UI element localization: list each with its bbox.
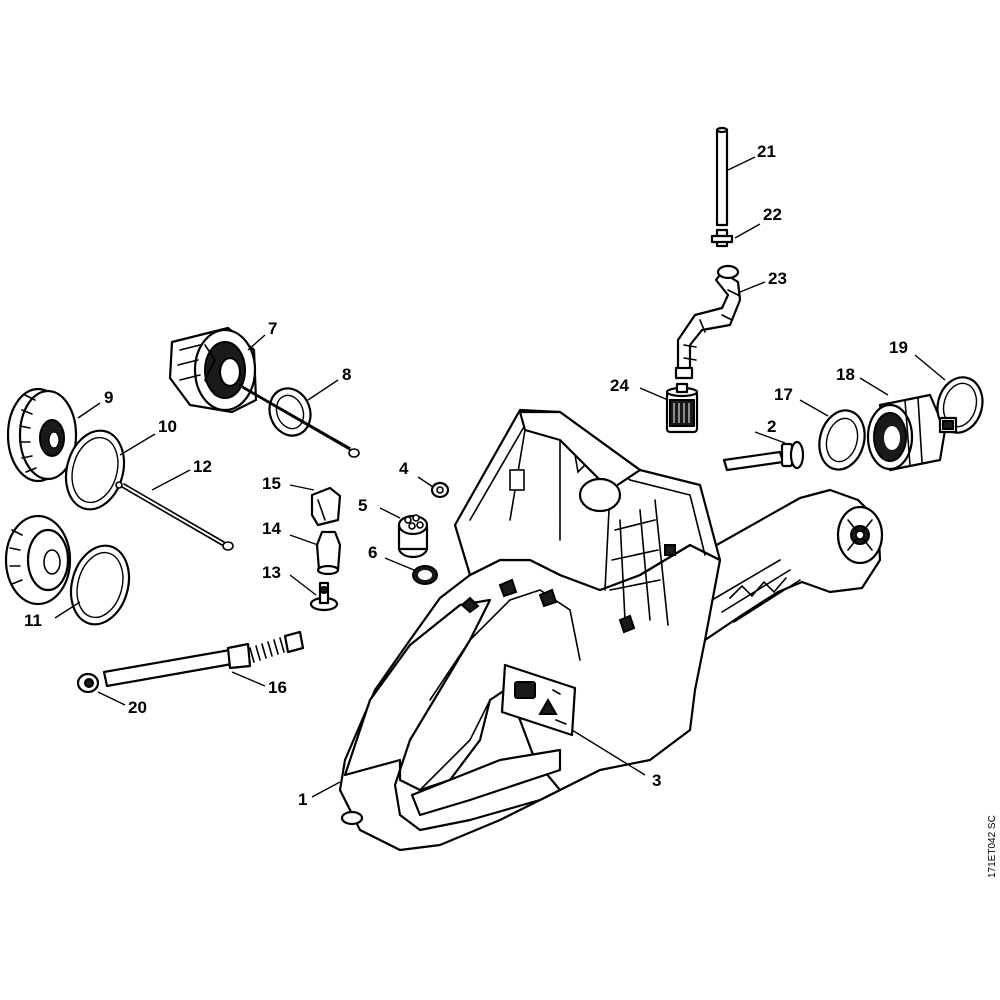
part-7-oil-pump	[168, 326, 258, 414]
part-19-clamp	[936, 376, 984, 434]
callout-1: 1	[298, 790, 307, 809]
part-17-o-ring	[818, 409, 866, 471]
part-2-bolt	[722, 440, 805, 472]
callout-6: 6	[368, 543, 377, 562]
part-20-bushing	[76, 672, 100, 694]
callout-20: 20	[128, 698, 147, 717]
callout-22: 22	[763, 205, 782, 224]
callout-19: 19	[889, 338, 908, 357]
part-16-rod	[102, 630, 305, 688]
callout-4: 4	[399, 459, 409, 478]
callout-23: 23	[768, 269, 787, 288]
callout-21: 21	[757, 142, 776, 161]
callout-17: 17	[774, 385, 793, 404]
part-4-washer	[430, 481, 450, 499]
callout-5: 5	[358, 496, 367, 515]
part-15-clip	[310, 486, 342, 527]
part-10-ring	[64, 429, 126, 511]
callout-12: 12	[193, 457, 212, 476]
callout-2: 2	[767, 417, 776, 436]
callout-13: 13	[262, 563, 281, 582]
callout-8: 8	[342, 365, 351, 384]
part-9-drum	[6, 387, 78, 483]
part-6-o-ring	[412, 565, 438, 585]
part-8-seal	[239, 384, 360, 458]
part-22-fitting	[710, 228, 734, 248]
callout-11: 11	[24, 611, 42, 630]
part-21-pipe	[715, 126, 729, 227]
part-24-filter	[665, 382, 699, 434]
part-23-hose	[674, 264, 742, 380]
part-14-cap	[315, 530, 342, 576]
callout-labels: 1 2 3 4 5 6 7 8 9 10 11 12 13 14 15 16 1…	[24, 142, 908, 809]
callout-10: 10	[158, 417, 177, 436]
callout-9: 9	[104, 388, 113, 407]
part-5-plug	[397, 514, 429, 559]
part-12-cable	[115, 481, 234, 551]
callout-24: 24	[610, 376, 629, 395]
part-11-drum	[4, 514, 131, 626]
part-13-pin	[309, 581, 339, 612]
callout-7: 7	[268, 319, 277, 338]
callout-3: 3	[652, 771, 661, 790]
callout-18: 18	[836, 365, 855, 384]
callout-16: 16	[268, 678, 287, 697]
main-housing	[338, 408, 884, 852]
part-18-manifold	[866, 393, 947, 472]
callout-15: 15	[262, 474, 281, 493]
leader-lines	[54, 156, 946, 798]
reference-code: 171ET042 SC	[987, 815, 998, 878]
callout-14: 14	[262, 519, 281, 538]
